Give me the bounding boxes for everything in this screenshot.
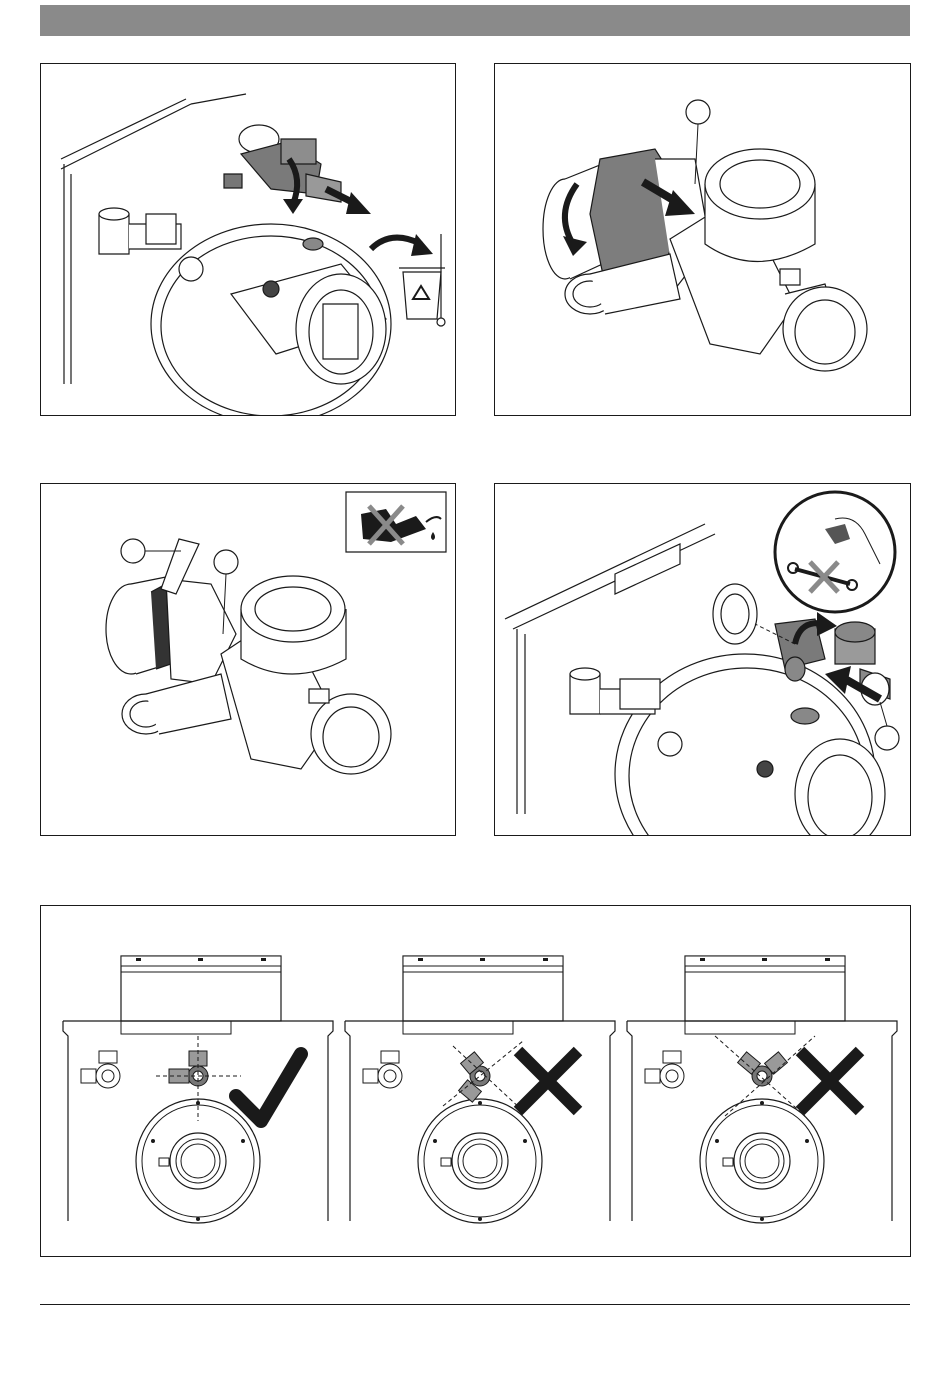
figure-3-illustration: [41, 484, 455, 835]
header-bar: [40, 5, 910, 36]
figure-5-orientation: [40, 905, 911, 1257]
figure-2-unscrew-nut: [494, 63, 911, 416]
callout-1: [875, 726, 899, 750]
variant-correct: [63, 956, 333, 1223]
no-wrench-icon: [775, 492, 895, 612]
cross-icon: [518, 1051, 578, 1111]
variant-wrong-2: [627, 956, 897, 1223]
figure-4-install-elbow: [494, 483, 911, 836]
figure-2-illustration: [495, 64, 910, 415]
checkmark-icon: [236, 1054, 301, 1121]
callout-1: [686, 100, 710, 124]
variant-wrong-1: [345, 956, 615, 1223]
callout-1: [121, 539, 145, 563]
callout-2: [214, 550, 238, 574]
footer-rule: [40, 1304, 910, 1305]
figure-1-remove-elbow: [40, 63, 456, 416]
cross-icon: [800, 1051, 860, 1111]
figure-1-illustration: [41, 64, 455, 415]
figure-3-apply-sealant: [40, 483, 456, 836]
no-oil-icon: [346, 492, 446, 552]
figure-5-illustration: [41, 906, 910, 1256]
figure-4-illustration: [495, 484, 910, 835]
